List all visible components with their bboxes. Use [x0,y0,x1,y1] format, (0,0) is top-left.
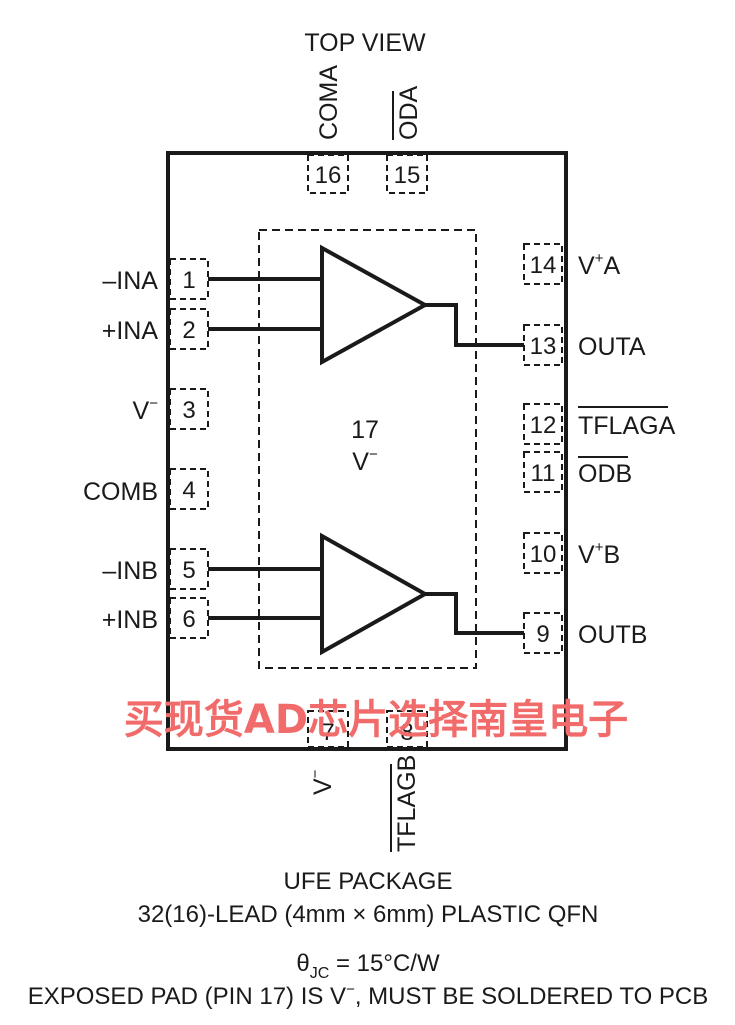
pin-number: 3 [182,397,195,424]
pin-label: OUTB [578,621,647,649]
pin-1: 1 –INA [102,258,209,300]
package-description: 32(16)-LEAD (4mm × 6mm) PLASTIC QFN [138,901,599,928]
pin-label: +INA [102,317,159,345]
pin-number: 7 [321,719,334,746]
pin-number: 1 [182,267,195,294]
pin-9: 9 OUTB [523,612,647,654]
pin-number: 13 [530,333,557,360]
opamp-triangle-a [320,244,430,366]
pin-label: OUTA [578,333,646,361]
pin-7: 7 V− [307,710,349,795]
pin-12: 12 TFLAGA [523,403,676,445]
pin-number: 15 [394,162,421,189]
pin-number: 16 [315,162,342,189]
pin-label: –INA [102,267,158,295]
amplifier-b [208,532,524,656]
pin-label: V+A [578,250,620,280]
pin-number: 9 [536,621,549,648]
pin-16: 16 COMA [307,65,349,194]
pin-number: 4 [182,477,195,504]
pin-label: COMA [315,65,343,140]
package-outline [166,151,568,751]
pin-number: 5 [182,557,195,584]
thermal-resistance: θJC = 15°C/W [296,950,440,982]
pin-label: TFLAGB [393,755,421,852]
pin-label: V+B [578,539,620,569]
exposed-pad-name: V− [352,446,378,476]
pin-4: 4 COMB [83,468,209,510]
pin-label: –INB [102,557,158,585]
exposed-pad-note: EXPOSED PAD (PIN 17) IS V−, MUST BE SOLD… [28,981,709,1010]
pin-13: 13 OUTA [523,324,646,366]
opamp-triangle-b [320,532,430,656]
pin-11: 11 ODB [523,451,632,493]
amplifier-a [208,244,524,366]
pin-number: 10 [530,541,557,568]
pin-label: V− [307,769,337,795]
pin-6: 6 +INB [102,597,209,639]
pin-2: 2 +INA [102,308,209,350]
pin-number: 8 [400,719,413,746]
pin-number: 11 [531,460,556,487]
pin-5: 5 –INB [102,548,209,590]
package-name: UFE PACKAGE [284,868,453,895]
pin-label: TFLAGA [578,412,676,440]
pin-14: 14 V+A [523,243,620,285]
pin-15: 15 ODA [386,86,428,194]
top-view-title: TOP VIEW [304,29,426,57]
pin-number: 12 [530,412,557,439]
pin-number: 14 [530,252,557,279]
pin-8: 8 TFLAGB [386,710,428,852]
pin-label: COMB [83,478,158,506]
pin-3: 3 V− [133,388,209,430]
watermark-text: 买现货AD芯片选择南皇电子 [124,697,628,743]
pin-label: +INB [102,606,158,634]
pin-number: 2 [182,317,195,344]
pin-label: ODA [395,86,423,141]
exposed-pad-outline [258,229,477,669]
pin-label: V− [133,395,159,425]
pin-10: 10 V+B [523,532,620,574]
exposed-pad-number: 17 [351,416,379,444]
superscript-minus: − [369,446,378,463]
pin-label: ODB [578,460,632,488]
pin-number: 6 [182,606,195,633]
